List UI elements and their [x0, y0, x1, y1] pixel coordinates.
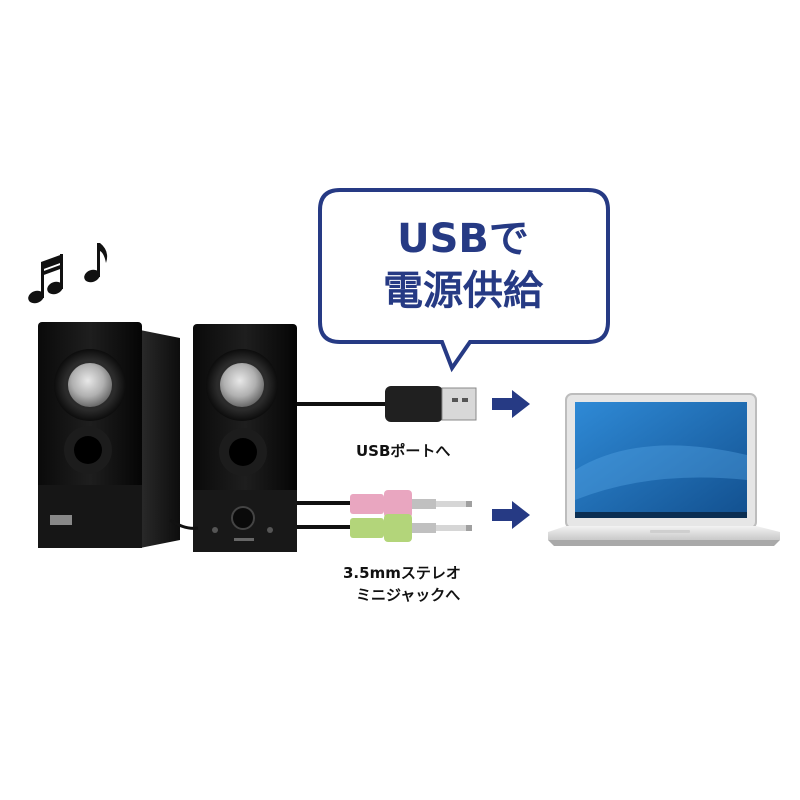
- speech-bubble: [318, 188, 610, 373]
- bubble-title-line1: USBで: [397, 216, 529, 262]
- jack-label-line2: ミニジャックへ: [356, 586, 461, 604]
- usb-plug: [385, 386, 477, 422]
- arrow-right-icon: [492, 501, 530, 529]
- laptop: [548, 393, 780, 546]
- usb-port-label: USBポートへ: [356, 442, 451, 460]
- music-notes-icon: [28, 243, 108, 304]
- bubble-title-line2: 電源供給: [383, 268, 543, 314]
- jack-label-line1: 3.5mmステレオ: [343, 564, 461, 582]
- green-jack: [350, 514, 472, 542]
- pink-jack: [350, 490, 472, 518]
- right-speaker: [193, 324, 297, 552]
- arrow-right-icon: [492, 390, 530, 418]
- left-speaker: [38, 322, 180, 548]
